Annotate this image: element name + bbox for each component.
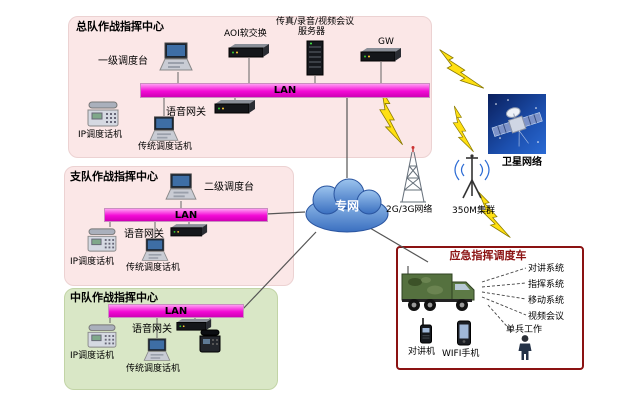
- corps-title: 总队作战指挥中心: [76, 20, 164, 33]
- corps-traditional-phone-icon: [146, 116, 182, 142]
- gw-icon: [360, 48, 402, 62]
- squadron-traditional-phone-icon: [140, 338, 174, 362]
- corps-voice-gateway-icon: [214, 100, 256, 114]
- satellite-network-label: 卫星网络: [502, 157, 542, 168]
- lightning-bolt-trunking: [448, 103, 474, 156]
- aoi-softswitch-label: AOI软交换: [224, 29, 267, 39]
- squadron-title: 中队作战指挥中心: [70, 291, 158, 304]
- level2-console-icon: [162, 173, 200, 201]
- soldier-work-label: 单兵工作: [506, 325, 543, 335]
- squadron-traditional-phone-label: 传统调度话机: [126, 364, 181, 374]
- gw-label: GW: [378, 37, 394, 47]
- corps-ip-phone-label: IP调度话机: [78, 130, 123, 140]
- trunking-label: 350M集群: [452, 206, 495, 216]
- private-network-cloud: 专网: [305, 178, 389, 233]
- vehicle-system-label-video: 视频会议: [528, 312, 565, 322]
- emergency-vehicle-title: 应急指挥调度车: [449, 249, 527, 262]
- satellite-image: [488, 94, 546, 154]
- detachment-voice-gateway-icon: [170, 224, 208, 237]
- corps-lan-bar: LAN: [140, 83, 430, 98]
- vehicle-system-label-command: 指挥系统: [528, 280, 565, 290]
- walkie-talkie-label: 对讲机: [408, 347, 436, 357]
- lightning-bolt-satellite: [434, 43, 485, 99]
- trunking-antenna-icon: [450, 150, 494, 204]
- squadron-voice-gateway-label: 语音网关: [132, 324, 172, 335]
- corps-voice-gateway-label: 语音网关: [166, 107, 206, 118]
- squadron-ip-phone-icon: [86, 323, 118, 349]
- squadron-lan-bar: LAN: [108, 304, 244, 318]
- wifi-phone-icon: [456, 320, 472, 346]
- aoi-softswitch-icon: [228, 44, 270, 58]
- squadron-dark-phone-icon: [198, 328, 222, 354]
- media-server-icon: [306, 40, 324, 76]
- private-network-label: 专网: [335, 198, 359, 213]
- wifi-phone-label: WIFI手机: [442, 349, 480, 359]
- corps-traditional-phone-label: 传统调度话机: [138, 142, 193, 152]
- media-server-label-line1: 传真/录音/视频会议: [276, 17, 355, 27]
- detachment-title: 支队作战指挥中心: [70, 170, 158, 183]
- level2-console-label: 二级调度台: [204, 182, 254, 193]
- cellular-network-label: 2G/3G网络: [386, 205, 433, 215]
- detachment-ip-phone-icon: [86, 227, 118, 253]
- soldier-icon: [514, 334, 536, 362]
- level1-console-label: 一级调度台: [98, 56, 148, 67]
- vehicle-system-label-mobile: 移动系统: [528, 296, 565, 306]
- detachment-traditional-phone-label: 传统调度话机: [126, 263, 181, 273]
- walkie-talkie-icon: [420, 318, 434, 344]
- cellular-tower-icon: [396, 146, 430, 204]
- squadron-ip-phone-label: IP调度话机: [70, 351, 115, 361]
- level1-console-icon: [156, 42, 196, 72]
- vehicle-system-label-intercom: 对讲系统: [528, 264, 565, 274]
- media-server-label-line2: 服务器: [298, 27, 326, 37]
- detachment-lan-bar: LAN: [104, 208, 268, 222]
- detachment-ip-phone-label: IP调度话机: [70, 257, 115, 267]
- detachment-voice-gateway-label: 语音网关: [124, 229, 164, 240]
- truck-icon: [400, 266, 478, 314]
- detachment-traditional-phone-icon: [138, 238, 172, 262]
- corps-ip-phone-icon: [86, 100, 120, 128]
